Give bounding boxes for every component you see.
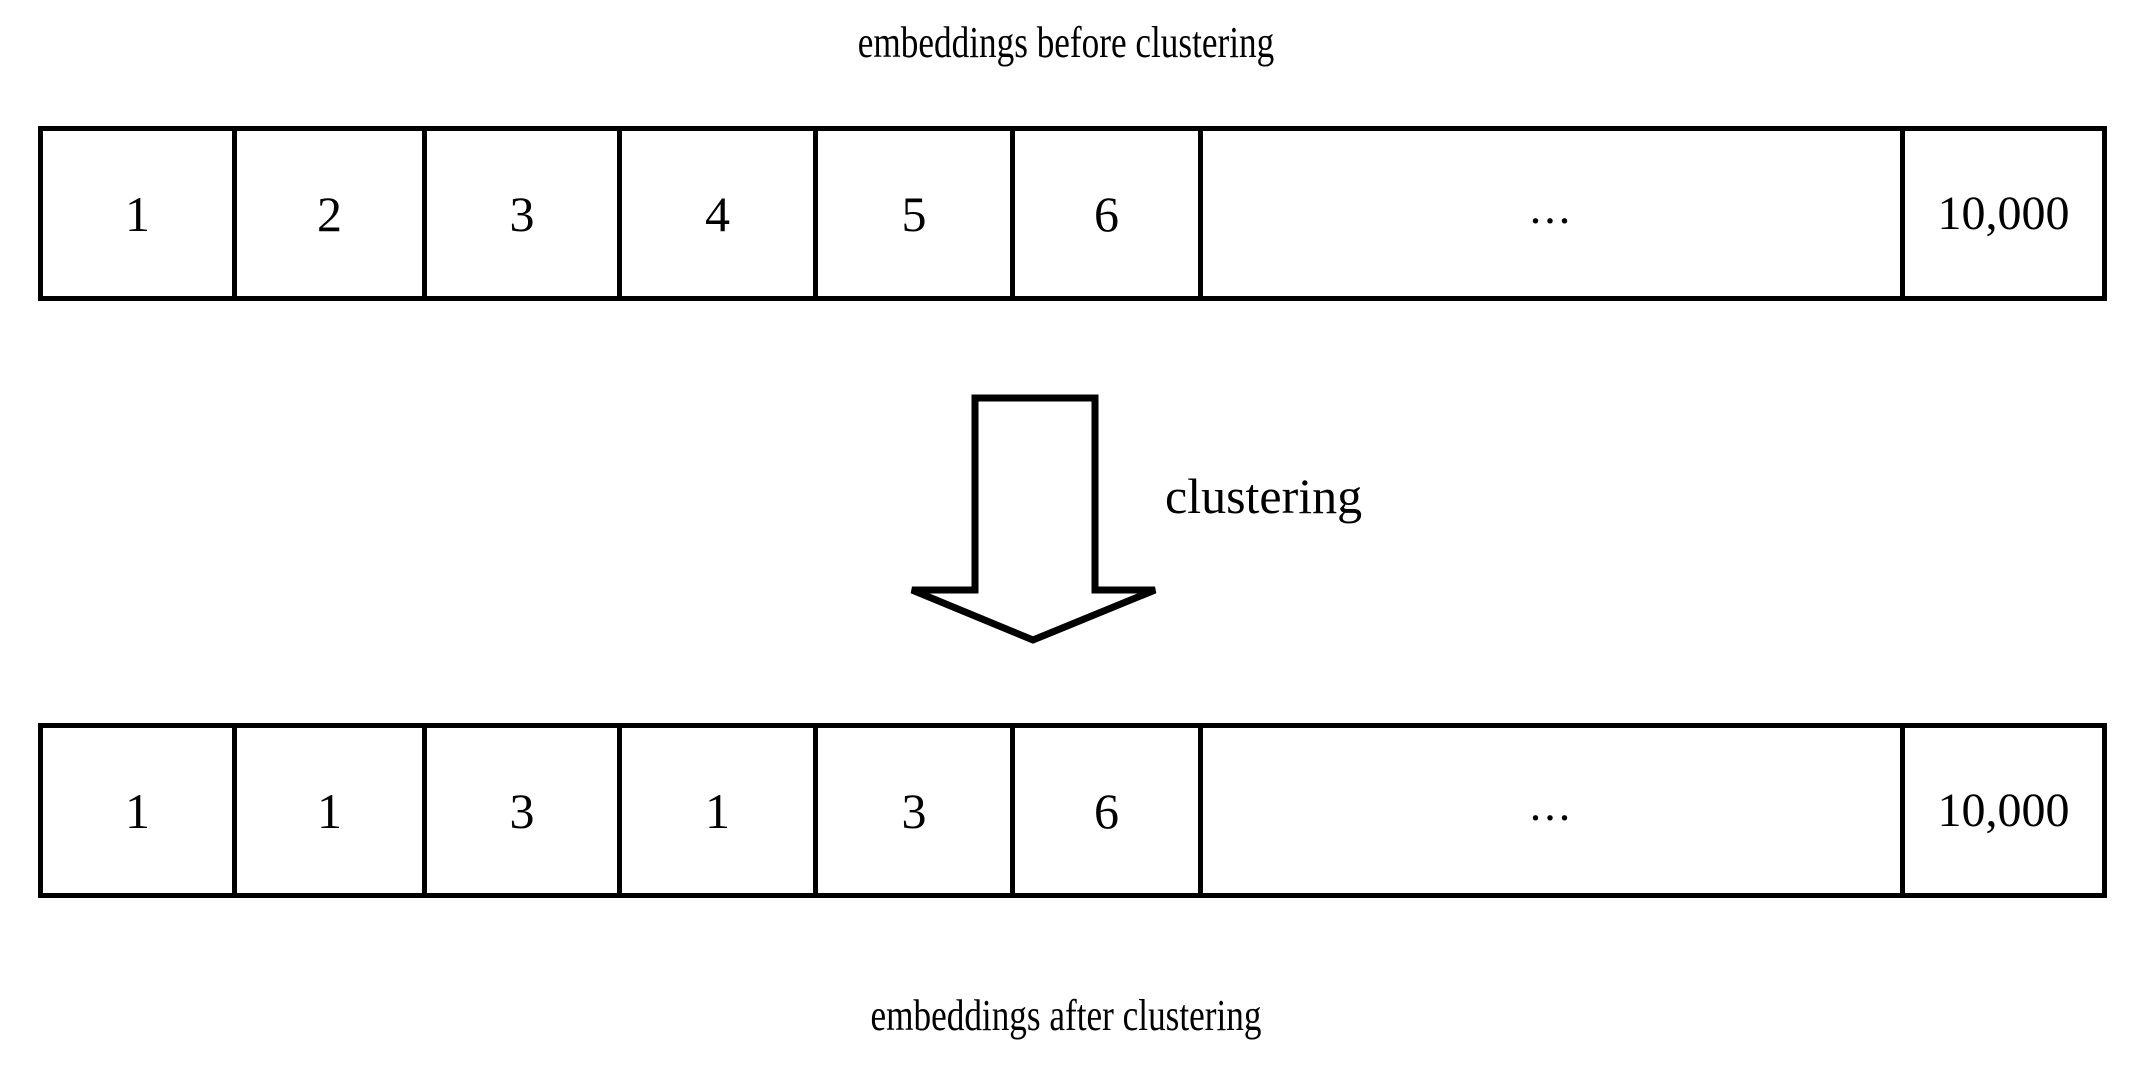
cell-before-3: 3 xyxy=(427,131,622,296)
cell-after-3: 3 xyxy=(427,728,622,893)
cell-before-4: 4 xyxy=(622,131,818,296)
ellipsis-glyph: ... xyxy=(1529,778,1574,830)
clustering-arrow xyxy=(905,392,1163,648)
bottom-caption: embeddings after clustering xyxy=(870,991,1262,1040)
embeddings-after-row: 1 1 3 1 3 6 ... 10,000 xyxy=(38,723,2107,898)
cell-before-5: 5 xyxy=(818,131,1015,296)
cell-after-5: 3 xyxy=(818,728,1015,893)
cell-after-2: 1 xyxy=(237,728,427,893)
cell-after-ellipsis: ... xyxy=(1203,728,1905,893)
cell-before-ellipsis: ... xyxy=(1203,131,1905,296)
cell-before-2: 2 xyxy=(237,131,427,296)
cell-before-last: 10,000 xyxy=(1905,131,2102,296)
cell-after-6: 6 xyxy=(1015,728,1203,893)
arrow-label: clustering xyxy=(1165,468,1363,524)
embeddings-before-row: 1 2 3 4 5 6 ... 10,000 xyxy=(38,126,2107,301)
cell-after-4: 1 xyxy=(622,728,818,893)
cell-before-1: 1 xyxy=(43,131,237,296)
top-caption: embeddings before clustering xyxy=(857,18,1275,67)
cell-after-1: 1 xyxy=(43,728,237,893)
cell-before-6: 6 xyxy=(1015,131,1203,296)
ellipsis-glyph: ... xyxy=(1529,181,1574,233)
cell-after-last: 10,000 xyxy=(1905,728,2102,893)
